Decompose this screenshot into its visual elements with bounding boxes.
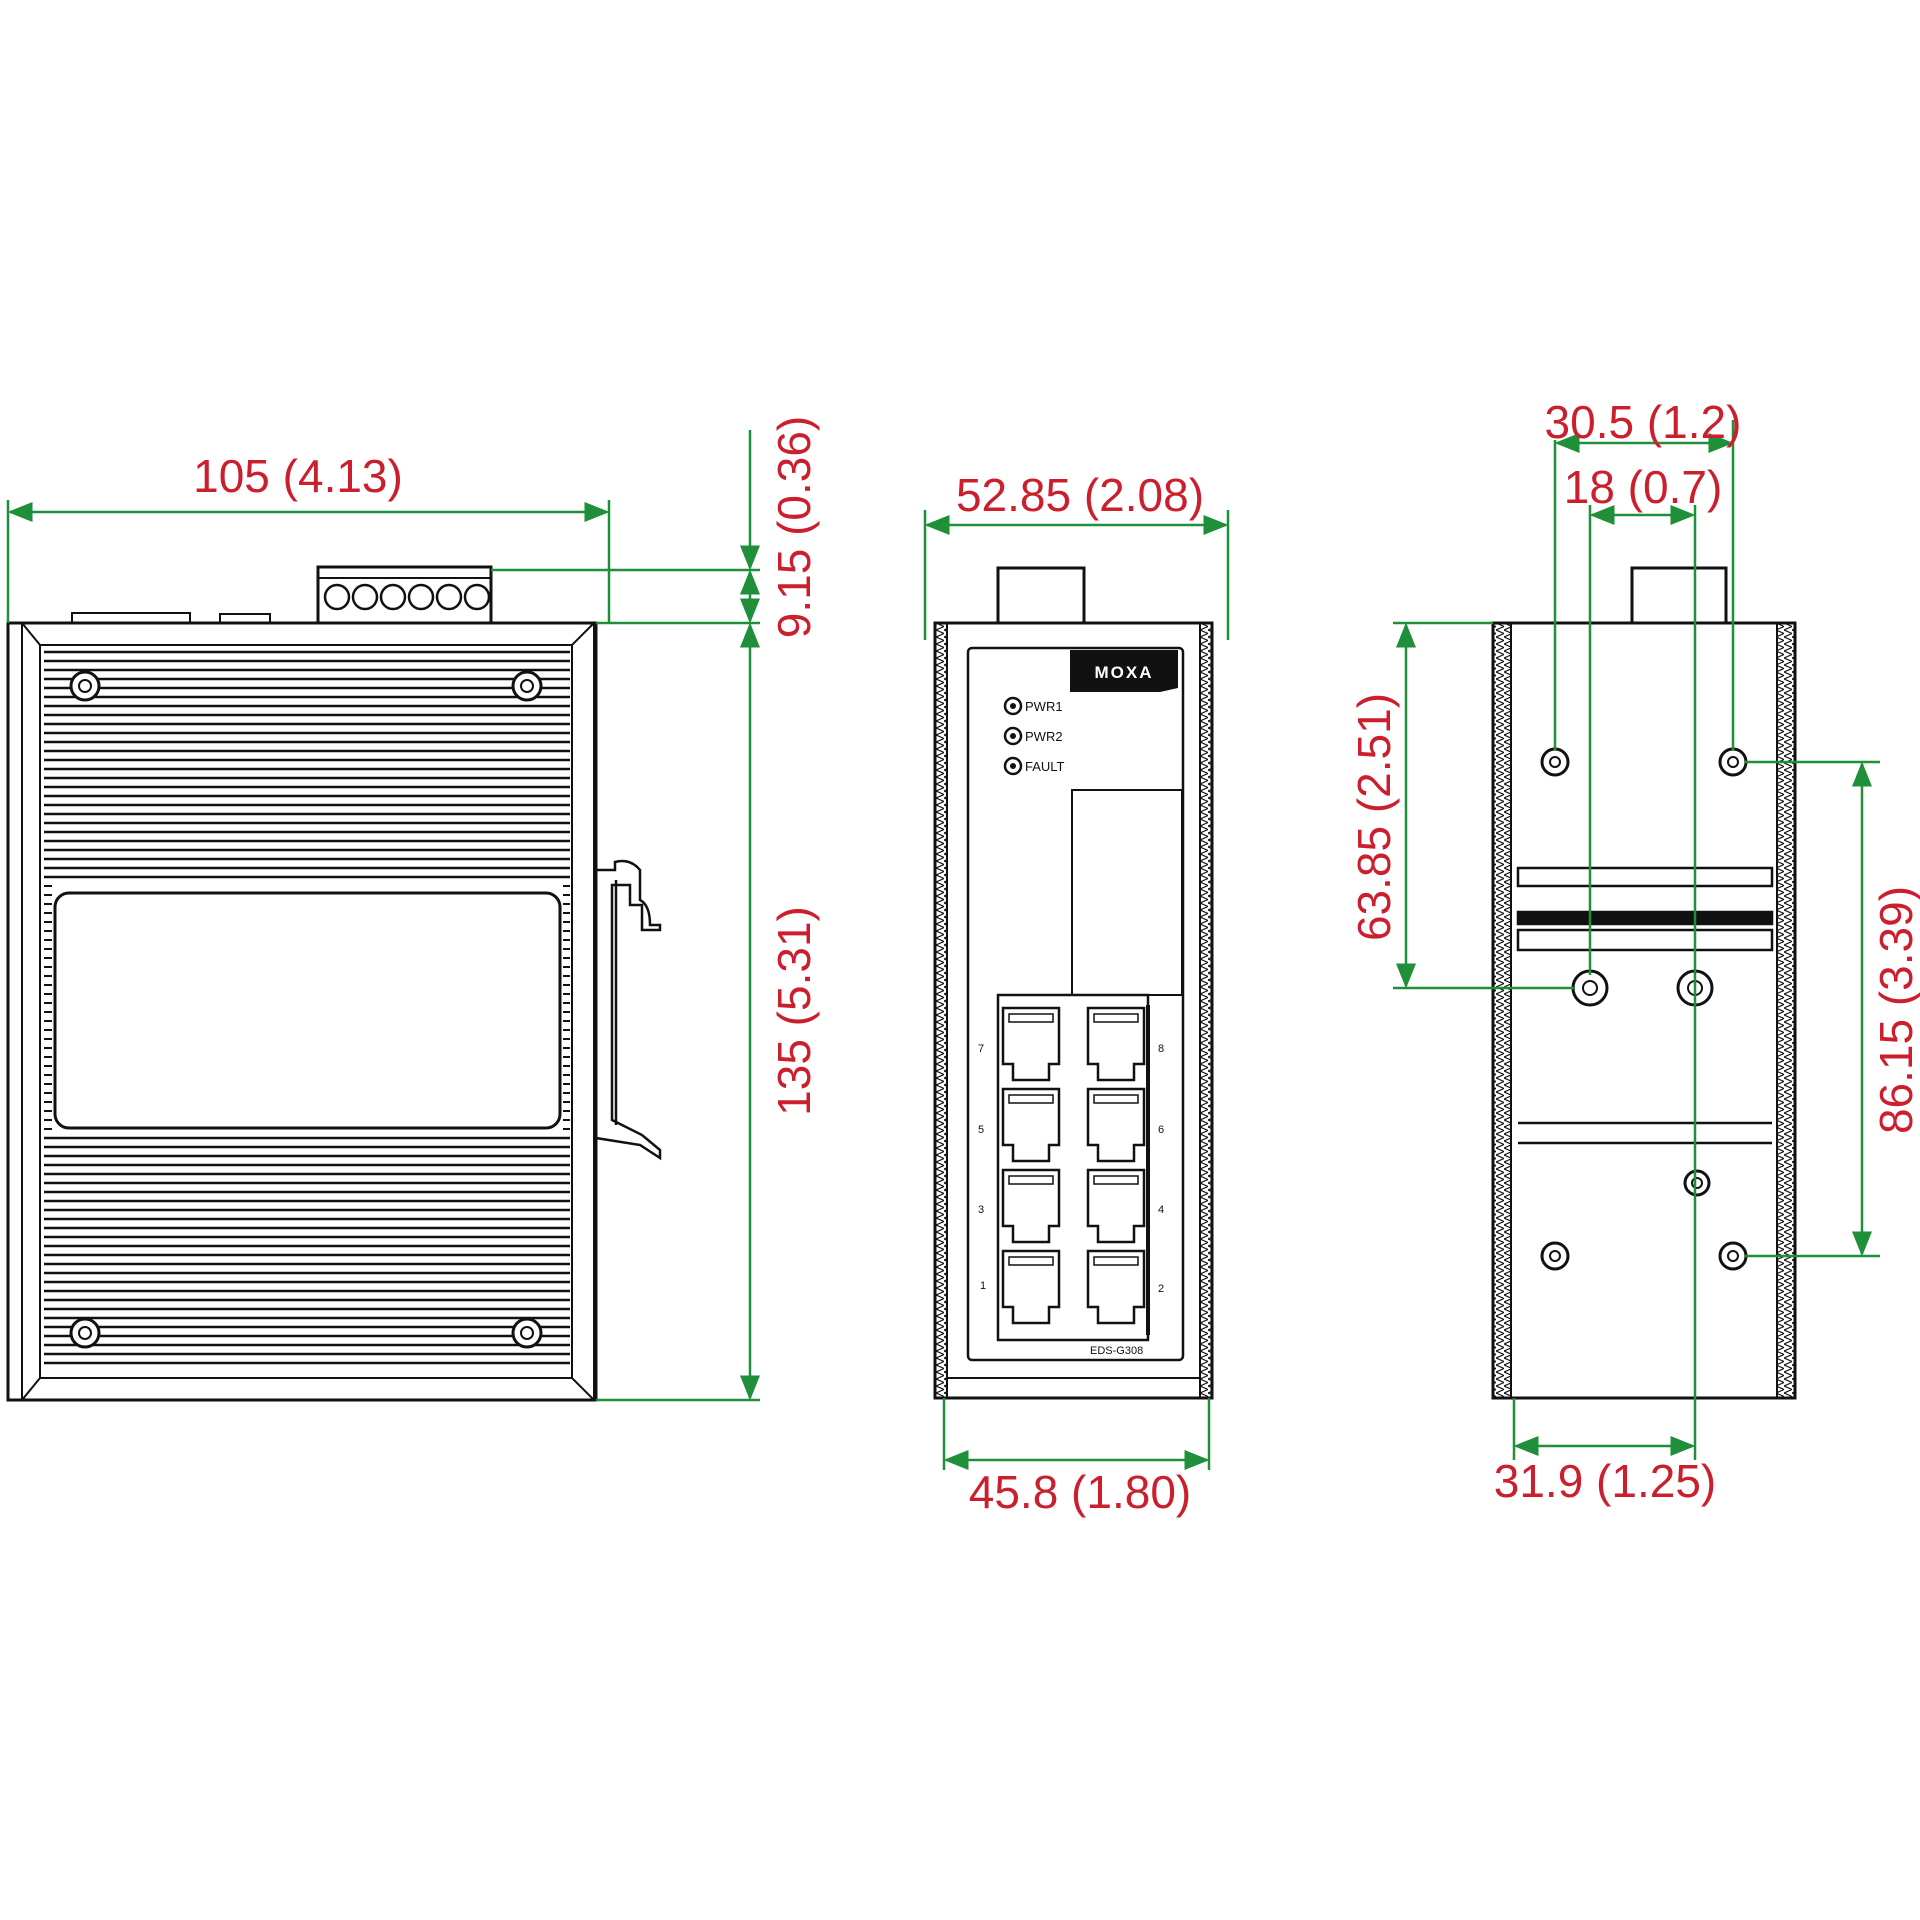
screw-icon [1540,1241,1570,1271]
label-window [1071,789,1183,996]
led-indicator-icon [1003,756,1023,776]
port-number: 6 [1158,1124,1164,1136]
rj45-port-icon [1086,1249,1146,1325]
front-view: MOXA PWR1 PWR2 FAULT 7 5 3 1 8 6 4 2 EDS… [933,566,1214,1400]
rear-top-tab [1630,566,1728,625]
led-label: PWR2 [1025,729,1063,744]
screw-icon [69,670,101,702]
dim-rear-height-right: 86.15 (3.39) [1870,886,1920,1134]
rj45-port-icon [1086,1087,1146,1163]
din-rail-clip-icon [595,859,662,1161]
screw-icon [1540,747,1570,777]
screw-icon [69,1317,101,1349]
screw-icon [1571,969,1609,1007]
din-rail [1516,866,1774,1145]
front-top-tab [996,566,1086,627]
rear-view [1491,566,1797,1400]
dimension-labels: 105 (4.13) 9.15 (0.36) 135 (5.31) 52.85 … [193,396,1920,1518]
dim-rear-width-outer: 30.5 (1.2) [1545,396,1742,448]
screw-icon [1683,1169,1711,1197]
port-number: 3 [978,1204,984,1216]
terminal-block-icon [316,565,493,626]
dim-connector-height: 9.15 (0.36) [768,416,820,638]
port-number: 4 [1158,1204,1164,1216]
dim-rear-width-inner: 18 (0.7) [1564,461,1723,513]
side-body [6,621,598,1402]
screw-icon [511,1317,543,1349]
led-label: FAULT [1025,759,1065,774]
screw-icon [1718,747,1748,777]
label-area [53,891,562,1130]
port-number: 5 [978,1124,984,1136]
moxa-logo [1070,650,1178,692]
rj45-port-icon [1001,1087,1061,1163]
dim-top-width: 105 (4.13) [193,450,403,502]
heatsink-fins [44,650,570,1365]
screw-icon [511,670,543,702]
led-label: PWR1 [1025,699,1063,714]
port-number: 2 [1158,1283,1164,1295]
port-number: 8 [1158,1043,1164,1055]
rj45-port-icon [1086,1168,1146,1244]
rj45-port-icon [1001,1249,1061,1325]
led-indicator-icon [1003,726,1023,746]
dim-front-width-bottom: 45.8 (1.80) [969,1466,1191,1518]
rj45-port-icon [1001,1006,1061,1082]
side-view [6,565,662,1402]
port-number: 7 [978,1043,984,1055]
rj45-port-icon [1086,1006,1146,1082]
port-grid [1001,1006,1146,1325]
dim-front-width-top: 52.85 (2.08) [956,469,1204,521]
dim-rear-height-left: 63.85 (2.51) [1348,693,1400,941]
dimension-lines [6,420,1880,1470]
model-label: EDS-G308 [1090,1345,1143,1357]
port-number: 1 [980,1280,986,1292]
logo-text: MOXA [1095,663,1154,682]
rj45-port-icon [1001,1168,1061,1244]
dim-rear-width-bottom: 31.9 (1.25) [1494,1455,1716,1507]
led-indicator-icon [1003,696,1023,716]
dim-body-height: 135 (5.31) [768,906,820,1116]
screw-icon [1718,1241,1748,1271]
